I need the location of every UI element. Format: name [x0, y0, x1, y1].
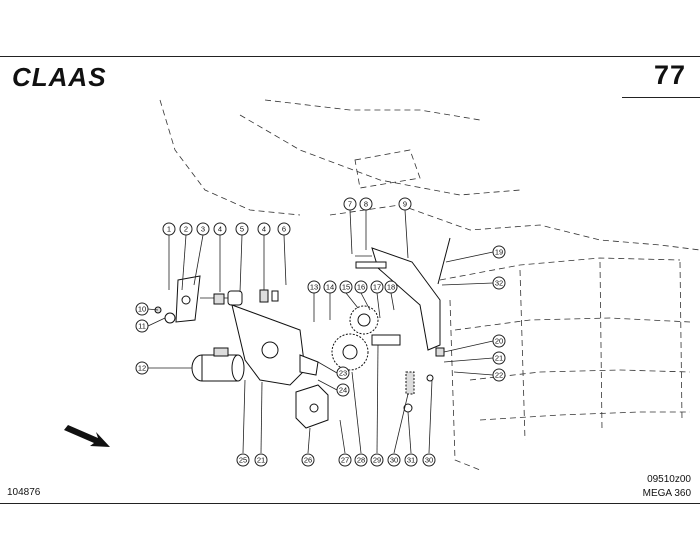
svg-text:22: 22	[495, 371, 503, 380]
callout-13: 13	[307, 280, 321, 294]
svg-text:4: 4	[218, 225, 222, 234]
callout-9: 9	[398, 197, 412, 211]
machine-outline	[159, 99, 700, 471]
callout-11: 11	[135, 319, 149, 333]
svg-text:10: 10	[138, 305, 146, 314]
callout-29: 29	[370, 453, 384, 467]
svg-text:24: 24	[339, 386, 347, 395]
svg-text:13: 13	[310, 283, 318, 292]
callout-2: 2	[179, 222, 193, 236]
callout-17: 17	[370, 280, 384, 294]
svg-text:21: 21	[495, 354, 503, 363]
mounting-plate	[231, 304, 319, 386]
callout-19: 19	[492, 245, 506, 259]
callout-14: 14	[323, 280, 337, 294]
callout-31: 31	[404, 453, 418, 467]
svg-text:9: 9	[403, 200, 407, 209]
svg-text:25: 25	[239, 456, 247, 465]
left-bracket-assembly	[154, 275, 279, 324]
svg-text:14: 14	[326, 283, 334, 292]
svg-text:29: 29	[373, 456, 381, 465]
callout-4b: 4	[257, 222, 271, 236]
page-frame	[0, 56, 700, 504]
direction-arrow-icon	[64, 425, 110, 447]
page-number: 77	[653, 60, 686, 90]
svg-text:15: 15	[342, 283, 350, 292]
callout-32: 32	[492, 276, 506, 290]
callout-1: 1	[162, 222, 176, 236]
svg-text:16: 16	[357, 283, 365, 292]
model-name: MEGA 360	[642, 488, 691, 499]
valve-block	[295, 384, 329, 429]
page-number-rule	[622, 97, 700, 98]
sprockets	[331, 305, 379, 371]
callout-24: 24	[336, 383, 350, 397]
svg-text:17: 17	[373, 283, 381, 292]
svg-text:6: 6	[282, 225, 286, 234]
svg-text:30: 30	[390, 456, 398, 465]
svg-text:31: 31	[407, 456, 415, 465]
svg-text:8: 8	[364, 200, 368, 209]
callout-21b: 21	[254, 453, 268, 467]
callout-28: 28	[354, 453, 368, 467]
svg-text:19: 19	[495, 248, 503, 257]
callout-18: 18	[384, 280, 398, 294]
claas-logo: CLAAS	[12, 64, 107, 90]
svg-text:18: 18	[387, 283, 395, 292]
callout-5: 5	[235, 222, 249, 236]
hydraulic-motor	[191, 347, 245, 382]
svg-text:11: 11	[138, 322, 146, 331]
svg-text:20: 20	[495, 337, 503, 346]
svg-text:26: 26	[304, 456, 312, 465]
callout-27: 27	[338, 453, 352, 467]
svg-text:3: 3	[201, 225, 205, 234]
svg-text:CLAAS: CLAAS	[12, 64, 107, 90]
svg-text:12: 12	[138, 364, 146, 373]
callout-21a: 21	[492, 351, 506, 365]
svg-text:28: 28	[357, 456, 365, 465]
svg-text:4: 4	[262, 225, 266, 234]
svg-text:7: 7	[348, 200, 352, 209]
figure-code: 09510z00	[647, 474, 691, 485]
callout-26: 26	[301, 453, 315, 467]
callout-23: 23	[336, 366, 350, 380]
svg-text:21: 21	[257, 456, 265, 465]
callout-22: 22	[492, 368, 506, 382]
callout-20: 20	[492, 334, 506, 348]
callout-10: 10	[135, 302, 149, 316]
callout-12: 12	[135, 361, 149, 375]
callout-16: 16	[354, 280, 368, 294]
svg-text:5: 5	[240, 225, 244, 234]
svg-text:30: 30	[425, 456, 433, 465]
svg-text:27: 27	[341, 456, 349, 465]
callout-15: 15	[339, 280, 353, 294]
svg-text:2: 2	[184, 225, 188, 234]
callout-30a: 30	[387, 453, 401, 467]
callout-4a: 4	[213, 222, 227, 236]
leader-lines	[147, 209, 494, 454]
callout-25: 25	[236, 453, 250, 467]
callout-7: 7	[343, 197, 357, 211]
callout-3: 3	[196, 222, 210, 236]
callout-8: 8	[359, 197, 373, 211]
callout-6: 6	[277, 222, 291, 236]
svg-text:32: 32	[495, 279, 503, 288]
drawing-number: 104876	[7, 487, 41, 498]
callout-30b: 30	[422, 453, 436, 467]
svg-text:1: 1	[167, 225, 171, 234]
right-bracket	[355, 237, 451, 413]
svg-text:23: 23	[339, 369, 347, 378]
